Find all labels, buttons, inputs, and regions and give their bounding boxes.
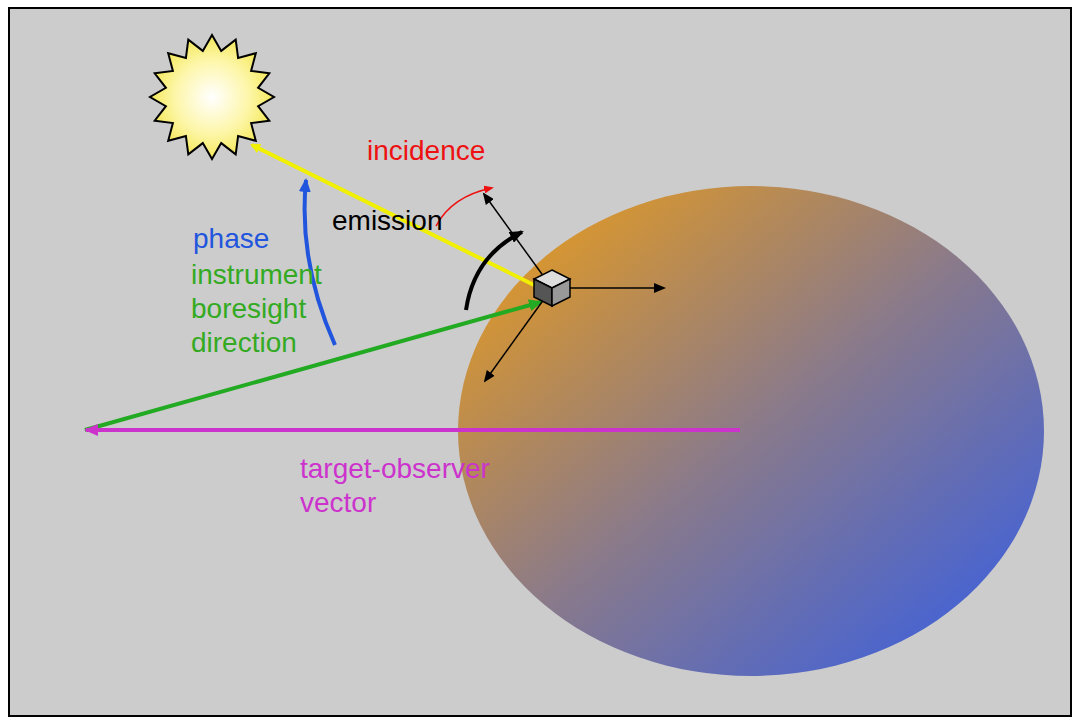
boresight-label: instrument boresight direction [191,258,341,360]
phase-label: phase [193,222,313,256]
emission-label: emission [332,204,462,238]
incidence-label: incidence [367,134,547,168]
vector-label: target-observer vector [300,452,550,520]
